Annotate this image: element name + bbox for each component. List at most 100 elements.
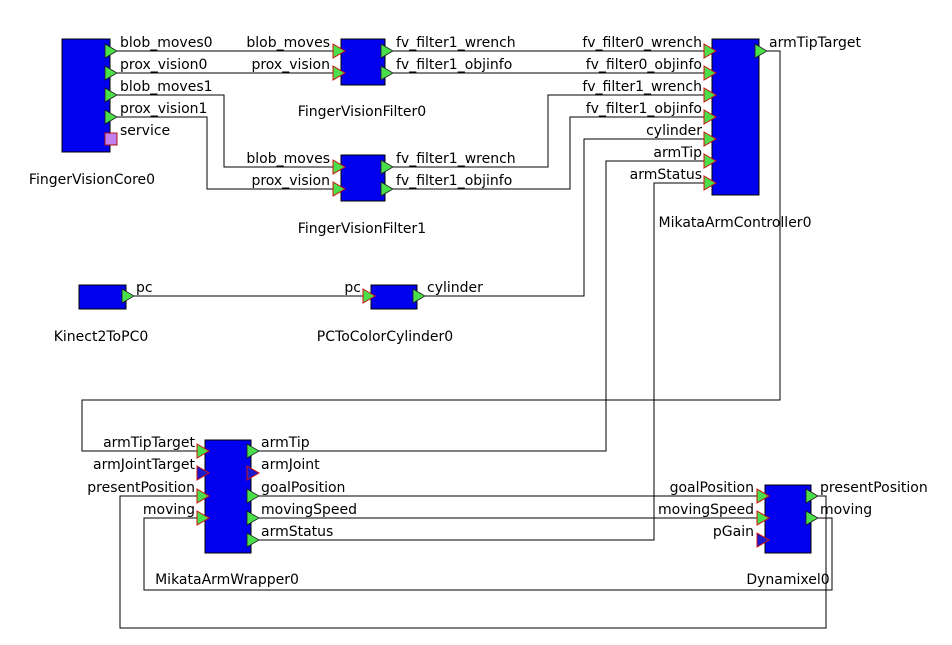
port-label: fv_filter1_objinfo bbox=[396, 173, 512, 189]
connections bbox=[81, 50, 833, 629]
in-port-fv-filter0-objinfo[interactable] bbox=[703, 65, 717, 81]
in-port-prox-vision[interactable] bbox=[332, 65, 346, 81]
component-name: FingerVisionCore0 bbox=[29, 172, 155, 188]
component-body[interactable] bbox=[340, 38, 386, 86]
port-label: armStatus bbox=[261, 524, 333, 540]
component-mikata-arm-controller[interactable]: fv_filter0_wrench fv_filter0_objinfo fv_… bbox=[582, 35, 861, 231]
component-name: MikataArmController0 bbox=[659, 215, 812, 231]
out-port-present-position[interactable] bbox=[805, 488, 819, 504]
port-label: pGain bbox=[713, 524, 754, 540]
port-label: blob_moves0 bbox=[120, 35, 213, 51]
port-label: cylinder bbox=[646, 123, 702, 139]
in-port-moving[interactable] bbox=[196, 510, 210, 526]
out-port-arm-joint[interactable] bbox=[246, 465, 260, 481]
port-label: presentPosition bbox=[87, 480, 195, 496]
in-port-moving-speed[interactable] bbox=[756, 510, 770, 526]
component-mikata-arm-wrapper[interactable]: armTipTarget armJointTarget presentPosit… bbox=[87, 435, 357, 588]
in-port-prox-vision[interactable] bbox=[332, 181, 346, 197]
component-name: FingerVisionFilter1 bbox=[298, 221, 426, 237]
port-label: moving bbox=[143, 502, 195, 518]
connection-filter1-objinfo-to-controller bbox=[390, 116, 706, 190]
in-port-p-gain[interactable] bbox=[756, 532, 770, 548]
out-port-fv-filter1-objinfo[interactable] bbox=[380, 181, 394, 197]
port-label: cylinder bbox=[427, 280, 483, 296]
component-body[interactable] bbox=[78, 284, 127, 310]
port-label: armJointTarget bbox=[93, 457, 195, 473]
component-name: FingerVisionFilter0 bbox=[298, 104, 426, 120]
port-label: prox_vision bbox=[251, 173, 330, 189]
port-label: armTipTarget bbox=[769, 35, 861, 51]
port-label: armTip bbox=[653, 145, 702, 161]
port-label: blob_moves1 bbox=[120, 79, 213, 95]
in-port-arm-status[interactable] bbox=[703, 175, 717, 191]
connection-dynamixel-presentposition-to-wrapper bbox=[119, 495, 827, 629]
connection-core-blob-moves1-to-filter1 bbox=[116, 94, 336, 168]
out-port-moving[interactable] bbox=[805, 510, 819, 526]
out-port-arm-tip-target[interactable] bbox=[754, 43, 768, 59]
out-port-blob-moves1[interactable] bbox=[104, 87, 118, 103]
port-label: fv_filter1_objinfo bbox=[396, 57, 512, 73]
component-body[interactable] bbox=[764, 484, 812, 554]
out-port-blob-moves0[interactable] bbox=[104, 43, 118, 59]
port-label: prox_vision0 bbox=[120, 57, 207, 73]
component-body[interactable] bbox=[61, 38, 111, 153]
out-port-prox-vision1[interactable] bbox=[104, 109, 118, 125]
port-label: moving bbox=[820, 502, 872, 518]
component-kinect2-to-pc[interactable]: pc Kinect2ToPC0 bbox=[54, 280, 153, 345]
in-port-blob-moves[interactable] bbox=[332, 43, 346, 59]
port-label: blob_moves bbox=[246, 35, 330, 51]
component-finger-vision-core[interactable]: blob_moves0 prox_vision0 blob_moves1 pro… bbox=[29, 35, 213, 188]
component-finger-vision-filter1[interactable]: blob_moves prox_vision fv_filter1_wrench… bbox=[246, 151, 515, 237]
port-label: movingSpeed bbox=[658, 502, 754, 518]
connection-dynamixel-moving-to-wrapper bbox=[143, 517, 833, 591]
in-port-fv-filter1-wrench[interactable] bbox=[703, 87, 717, 103]
in-port-arm-joint-target[interactable] bbox=[196, 465, 210, 481]
port-label: armTip bbox=[261, 435, 310, 451]
component-pc-to-color-cylinder[interactable]: pc cylinder PCToColorCylinder0 bbox=[317, 280, 483, 345]
in-port-goal-position[interactable] bbox=[756, 488, 770, 504]
connection-controller-armtiptarget-to-wrapper bbox=[81, 50, 781, 452]
port-label: armStatus bbox=[630, 167, 702, 183]
out-port-moving-speed[interactable] bbox=[246, 510, 260, 526]
in-port-present-position[interactable] bbox=[196, 488, 210, 504]
out-port-arm-status[interactable] bbox=[246, 532, 260, 548]
port-label: armTipTarget bbox=[103, 435, 195, 451]
component-dynamixel[interactable]: goalPosition movingSpeed pGain presentPo… bbox=[658, 480, 928, 588]
out-port-fv-filter1-objinfo[interactable] bbox=[380, 65, 394, 81]
port-label: fv_filter1_wrench bbox=[582, 79, 702, 95]
port-label: movingSpeed bbox=[261, 502, 357, 518]
port-label: armJoint bbox=[261, 457, 320, 473]
in-port-arm-tip[interactable] bbox=[703, 153, 717, 169]
connection-wrapper-armtip-to-controller bbox=[256, 160, 706, 452]
port-label: prox_vision bbox=[251, 57, 330, 73]
out-port-pc[interactable] bbox=[121, 288, 135, 304]
port-label: pc bbox=[344, 280, 361, 296]
out-port-prox-vision0[interactable] bbox=[104, 65, 118, 81]
in-port-fv-filter1-objinfo[interactable] bbox=[703, 109, 717, 125]
port-label: fv_filter0_wrench bbox=[582, 35, 702, 51]
in-port-blob-moves[interactable] bbox=[332, 159, 346, 175]
port-label: goalPosition bbox=[261, 480, 345, 496]
port-label: service bbox=[120, 123, 170, 139]
component-finger-vision-filter0[interactable]: blob_moves prox_vision fv_filter1_wrench… bbox=[246, 35, 515, 120]
out-port-goal-position[interactable] bbox=[246, 488, 260, 504]
component-body[interactable] bbox=[711, 38, 760, 196]
component-body[interactable] bbox=[340, 154, 386, 202]
port-label: goalPosition bbox=[670, 480, 754, 496]
out-port-fv-filter1-wrench[interactable] bbox=[380, 159, 394, 175]
component-body[interactable] bbox=[204, 439, 252, 554]
out-port-fv-filter1-wrench[interactable] bbox=[380, 43, 394, 59]
out-port-cylinder[interactable] bbox=[412, 288, 426, 304]
connection-cylinder-to-controller bbox=[424, 138, 706, 297]
in-port-cylinder[interactable] bbox=[703, 131, 717, 147]
port-label: prox_vision1 bbox=[120, 101, 207, 117]
out-port-arm-tip[interactable] bbox=[246, 443, 260, 459]
in-port-fv-filter0-wrench[interactable] bbox=[703, 43, 717, 59]
port-label: presentPosition bbox=[820, 480, 928, 496]
port-label: pc bbox=[136, 280, 153, 296]
component-body[interactable] bbox=[370, 284, 418, 310]
in-port-arm-tip-target[interactable] bbox=[196, 443, 210, 459]
service-port[interactable] bbox=[104, 132, 118, 146]
in-port-pc[interactable] bbox=[362, 288, 376, 304]
